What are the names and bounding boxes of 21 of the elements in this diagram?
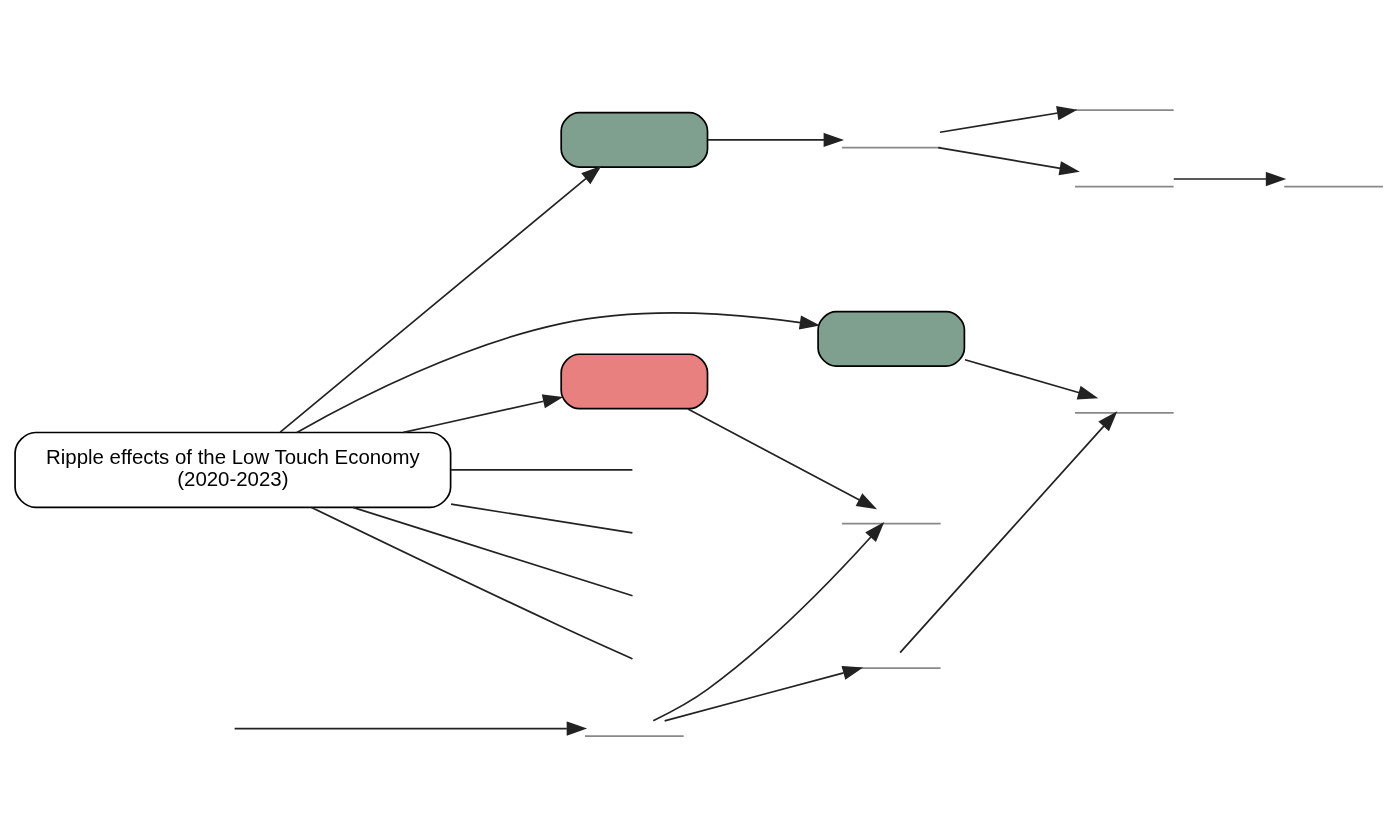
connector [310, 506, 634, 660]
arrow [296, 311, 821, 433]
arrow [663, 665, 864, 722]
arrow [402, 393, 564, 433]
arrow [939, 105, 1078, 133]
arrow [652, 521, 885, 722]
connector [352, 506, 634, 597]
arrow [233, 720, 588, 736]
node-box [560, 111, 709, 168]
node-box [817, 310, 966, 367]
connector [450, 502, 634, 534]
node-box: Ripple effects of the Low Touch Economy (2020-2023) [14, 431, 452, 508]
arrow [279, 165, 602, 433]
arrow [687, 407, 878, 509]
arrow [899, 410, 1118, 653]
connector [450, 468, 634, 471]
node-box [560, 352, 709, 410]
arrow [937, 146, 1080, 175]
arrow [964, 358, 1099, 399]
arrow [1172, 171, 1287, 186]
arrow [707, 132, 845, 147]
